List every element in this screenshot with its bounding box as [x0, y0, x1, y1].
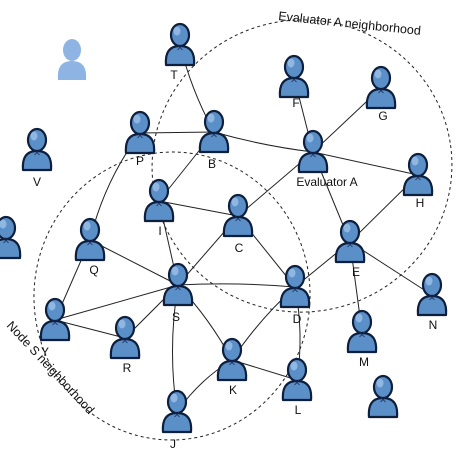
- user-icon: [222, 193, 254, 238]
- node-a: Evaluator A: [296, 129, 358, 189]
- node-label: K: [229, 383, 237, 397]
- user-icon: [124, 110, 156, 155]
- node-label: G: [378, 109, 387, 123]
- user-icon: [74, 217, 106, 262]
- user-icon: [109, 315, 141, 360]
- node-label: D: [293, 312, 302, 326]
- user-icon: [334, 219, 366, 264]
- node-label: J: [170, 437, 176, 451]
- node-layer: T F G P B Evaluator A H V I C Q E S D N Y R M K L J: [0, 22, 448, 451]
- node-z: [367, 374, 399, 419]
- node-u: [57, 39, 87, 80]
- node-label: Q: [89, 263, 98, 277]
- node-m: M: [346, 309, 378, 369]
- user-icon: [281, 357, 313, 402]
- node-k: K: [216, 337, 248, 397]
- node-label: E: [352, 265, 360, 279]
- user-icon: [57, 39, 87, 80]
- user-icon: [279, 264, 311, 309]
- user-icon: [143, 178, 175, 223]
- node-r: R: [109, 315, 141, 375]
- node-label: M: [359, 355, 369, 369]
- node-h: H: [402, 152, 434, 210]
- node-q: Q: [74, 217, 106, 277]
- node-t: T: [164, 22, 196, 82]
- node-label: L: [295, 403, 302, 417]
- node-w: [0, 215, 22, 260]
- edge-a-h: [312, 151, 419, 176]
- evaluator-a-neighborhood-label: Evaluator A neighborhood: [278, 9, 422, 38]
- user-icon: [39, 297, 71, 342]
- node-label: R: [123, 361, 132, 375]
- user-icon: [216, 337, 248, 382]
- node-y: Y: [39, 297, 71, 359]
- node-v: V: [21, 127, 53, 189]
- node-label: C: [235, 241, 244, 255]
- node-label: T: [170, 68, 178, 82]
- node-c: C: [222, 193, 254, 255]
- edge-b-a: [213, 131, 314, 153]
- user-icon: [162, 262, 194, 307]
- node-d: D: [279, 264, 311, 326]
- node-i: I: [143, 178, 175, 238]
- edge-p-b: [139, 131, 215, 134]
- edge-s-y: [54, 284, 179, 321]
- node-f: F: [278, 54, 310, 110]
- user-icon: [0, 215, 22, 260]
- user-icon: [164, 22, 196, 67]
- node-n: N: [416, 272, 448, 332]
- node-label: N: [429, 318, 438, 332]
- node-label: F: [292, 96, 299, 110]
- user-icon: [416, 272, 448, 317]
- user-icon: [365, 65, 397, 110]
- node-label: B: [208, 157, 216, 171]
- user-icon: [297, 129, 329, 174]
- node-label: S: [172, 310, 180, 324]
- user-icon: [198, 109, 230, 154]
- user-icon: [161, 389, 193, 434]
- node-e: E: [334, 219, 366, 279]
- node-p: P: [124, 110, 156, 168]
- node-g: G: [365, 65, 397, 123]
- user-icon: [402, 152, 434, 197]
- node-label: V: [33, 175, 41, 189]
- node-b: B: [198, 109, 230, 171]
- node-l: L: [281, 357, 313, 417]
- node-label: Y: [41, 345, 49, 359]
- edge-s-d: [177, 283, 296, 288]
- node-s: S: [162, 262, 194, 324]
- user-icon: [346, 309, 378, 354]
- user-icon: [367, 374, 399, 419]
- node-j: J: [161, 389, 193, 451]
- user-icon: [278, 54, 310, 99]
- node-label: I: [158, 224, 161, 238]
- node-label: P: [136, 154, 144, 168]
- user-icon: [21, 127, 53, 172]
- node-label: H: [416, 196, 425, 210]
- node-label: Evaluator A: [296, 175, 357, 189]
